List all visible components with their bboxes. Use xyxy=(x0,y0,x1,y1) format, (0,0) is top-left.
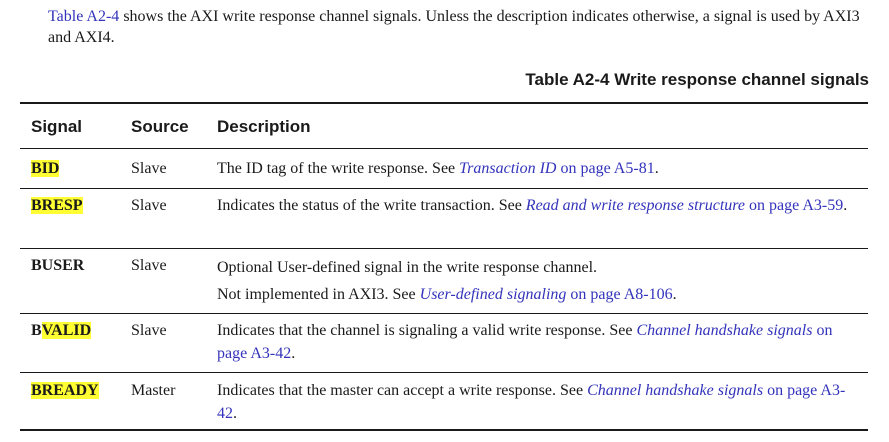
page-reference-link[interactable]: on page A3-42 xyxy=(217,322,833,362)
channel-handshake-link[interactable]: Channel handshake signals xyxy=(636,322,813,339)
table-reference-link[interactable]: Table A2-4 xyxy=(48,8,120,25)
signal-bid: BID xyxy=(31,157,60,180)
description-line-1: Optional User-defined signal in the writ… xyxy=(217,259,598,276)
description-bready: Indicates that the master can accept a w… xyxy=(217,379,862,425)
page-reference-link[interactable]: on page A3-59 xyxy=(745,197,844,214)
source-buser: Slave xyxy=(131,257,167,274)
description-end: . xyxy=(843,197,848,214)
row-rule xyxy=(20,248,868,249)
description-bvalid: Indicates that the channel is signaling … xyxy=(217,319,862,365)
source-bvalid: Slave xyxy=(131,322,167,339)
signal-bvalid: BVALID xyxy=(31,319,92,342)
description-end: . xyxy=(233,405,237,422)
row-rule xyxy=(20,188,868,189)
description-text: Not implemented in AXI3. See xyxy=(217,286,420,303)
user-defined-signaling-link[interactable]: User-defined signaling xyxy=(419,286,567,303)
header-source: Source xyxy=(131,117,189,136)
source-bresp: Slave xyxy=(131,197,167,214)
description-end: . xyxy=(291,345,296,362)
intro-text: shows the AXI write response channel sig… xyxy=(48,8,860,46)
description-text: Indicates the status of the write transa… xyxy=(217,197,526,214)
description-buser: Optional User-defined signal in the writ… xyxy=(217,254,862,308)
signal-bready: BREADY xyxy=(31,379,99,402)
source-bready: Master xyxy=(131,382,176,399)
signal-bresp: BRESP xyxy=(31,194,83,217)
table-title: Table A2-4 Write response channel signal… xyxy=(525,70,869,89)
page-reference-link[interactable]: on page A8-106 xyxy=(566,286,673,303)
description-text: Indicates that the channel is signaling … xyxy=(217,322,637,339)
header-rule xyxy=(20,148,868,149)
response-structure-link[interactable]: Read and write response structure xyxy=(525,197,746,214)
description-bresp: Indicates the status of the write transa… xyxy=(217,194,862,217)
intro-paragraph: Table A2-4 shows the AXI write response … xyxy=(48,6,878,48)
description-line-2: Not implemented in AXI3. See User-define… xyxy=(217,281,862,308)
row-rule xyxy=(20,372,868,373)
transaction-id-link[interactable]: Transaction ID xyxy=(459,160,557,177)
header-description: Description xyxy=(217,117,311,136)
row-rule xyxy=(20,313,868,314)
table-top-rule xyxy=(20,102,868,104)
description-bid: The ID tag of the write response. See Tr… xyxy=(217,157,862,180)
page-reference-link[interactable]: on page A5-81 xyxy=(556,160,655,177)
signal-buser: BUSER xyxy=(31,257,85,274)
page-reference-link[interactable]: on page A3-42 xyxy=(217,382,846,422)
signal-highlight: VALID xyxy=(41,322,92,339)
signal-highlight: BRESP xyxy=(31,197,83,214)
description-text: The ID tag of the write response. See xyxy=(217,160,460,177)
header-signal: Signal xyxy=(31,117,83,136)
channel-handshake-link[interactable]: Channel handshake signals xyxy=(587,382,764,399)
source-bid: Slave xyxy=(131,160,167,177)
description-text: Indicates that the master can accept a w… xyxy=(217,382,588,399)
signal-highlight: BID xyxy=(31,160,60,177)
signal-highlight: BREADY xyxy=(31,382,99,399)
signal-prefix: B xyxy=(31,322,42,339)
description-end: . xyxy=(672,286,677,303)
table-bottom-rule xyxy=(20,429,868,431)
description-end: . xyxy=(654,160,659,177)
